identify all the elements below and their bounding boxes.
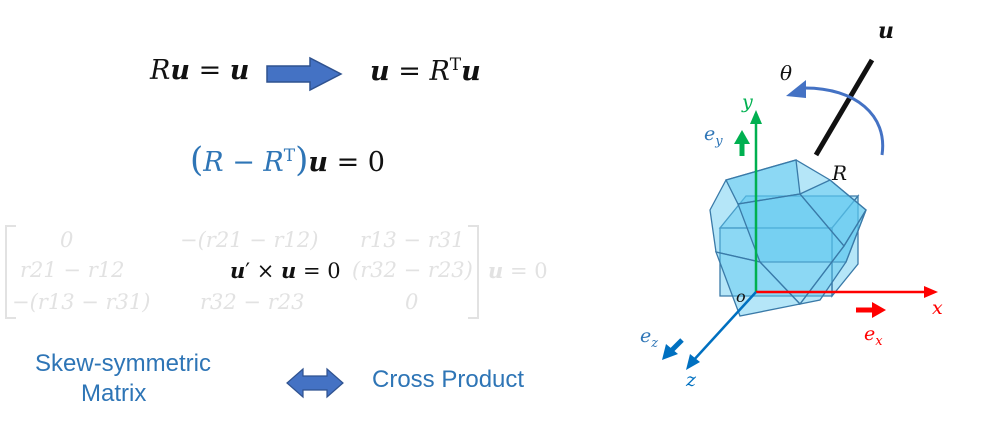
equation-u-equals-rtu: u = RTu <box>370 55 481 87</box>
eq2-transpose: T <box>283 146 296 166</box>
z-axis-head <box>686 354 700 370</box>
caption-skew-line1: Skew-symmetric <box>35 350 212 377</box>
eq1r-equals: = <box>389 56 430 87</box>
origin-label: o <box>736 287 746 306</box>
caption-skew-line2: Matrix <box>81 380 147 407</box>
rotation-arc-head <box>786 80 806 98</box>
y-axis-label: y <box>741 91 753 113</box>
eq2-open-paren: ( <box>190 140 204 180</box>
z-axis-line <box>691 291 757 363</box>
axis-u-label: u <box>878 18 894 44</box>
rotation-axis-line <box>813 58 875 157</box>
equation-r-minus-rt: (R − RT)u = 0 <box>190 140 385 180</box>
ez-label: ez <box>640 325 658 351</box>
faded-matrix-brackets <box>5 225 479 319</box>
matrix-trailing-u: u <box>488 258 504 283</box>
rotation-R-label: R <box>831 161 847 185</box>
matrix-cell-r2c3: (r32 − r23) <box>352 258 473 282</box>
matrix-cell-r3c2: r32 − r23 <box>200 290 305 314</box>
eq1-rhs-u: u <box>229 55 250 86</box>
theta-label: θ <box>780 61 792 85</box>
matrix-trailing-eq: = 0 <box>503 259 548 283</box>
matrix-cell-r3c1: −(r13 − r31) <box>12 290 151 314</box>
matrix-cell-r1c1: 0 <box>60 228 74 252</box>
caption-cross-product: Cross Product <box>372 366 525 393</box>
rotation-arc <box>804 86 885 156</box>
cross-u-prime-base: u <box>230 258 246 283</box>
matrix-cell-r1c2: −(r21 − r12) <box>180 228 319 252</box>
cross-prime: ′ <box>245 259 251 283</box>
cross-rhs: = 0 <box>296 259 341 283</box>
equation-ru-equals-u: Ru = u <box>150 55 249 86</box>
ey-arrow-head <box>734 130 750 144</box>
matrix-cell-r2c1: r21 − r12 <box>20 258 125 282</box>
matrix-cell-r1c3: r13 − r31 <box>360 228 465 252</box>
ex-arrow-head <box>872 302 886 318</box>
cross-u: u <box>281 258 297 283</box>
eq1-R: R <box>150 55 171 86</box>
eq1r-u2: u <box>461 56 481 87</box>
ey-label: ey <box>704 123 723 149</box>
eq1-u: u <box>170 55 190 86</box>
eq1r-transpose: T <box>449 55 462 75</box>
rotated-cube <box>709 159 867 317</box>
y-axis-head <box>750 110 762 124</box>
eq2-R: R <box>203 147 224 178</box>
eq1-equals: = <box>189 55 230 86</box>
x-axis-head <box>924 286 938 298</box>
ez-arrow-head <box>662 344 678 360</box>
ex-label: ex <box>864 323 883 349</box>
eq2-R2: R <box>263 147 284 178</box>
rotation-diagram: u θ R y ey x <box>640 18 943 391</box>
eq2-minus: − <box>223 147 264 178</box>
eq2-u: u <box>308 147 328 178</box>
equation-cross-product: u′ × u = 0 <box>230 258 341 283</box>
cross-times: × <box>250 259 282 283</box>
eq1r-R: R <box>429 56 450 87</box>
matrix-cell-r3c3: 0 <box>405 290 419 314</box>
eq2-close-paren: ) <box>295 140 309 180</box>
x-axis-label: x <box>932 297 943 319</box>
equivalence-double-arrow <box>286 367 344 399</box>
eq1r-u: u <box>370 56 390 87</box>
eq2-rhs: = 0 <box>328 147 385 178</box>
matrix-trailing: u = 0 <box>488 258 548 283</box>
implies-arrow <box>266 56 343 92</box>
z-axis-label: z <box>685 369 697 391</box>
